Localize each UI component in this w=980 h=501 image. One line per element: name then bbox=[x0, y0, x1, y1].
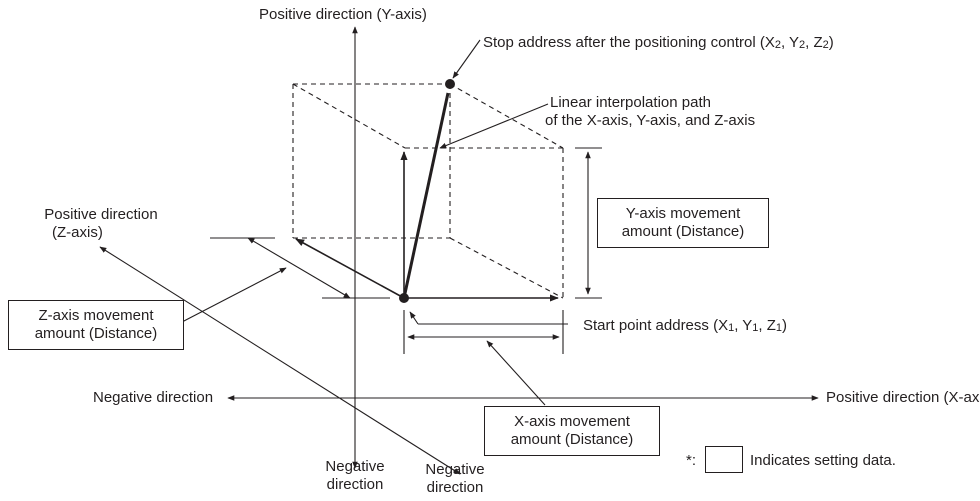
z-box-leader bbox=[181, 267, 287, 323]
z-axis-line bbox=[99, 246, 461, 475]
y-negative-label: Negative direction bbox=[325, 458, 385, 493]
z-dimension-arrow bbox=[247, 237, 351, 299]
stop-address-label: Stop address after the positioning contr… bbox=[483, 34, 834, 51]
z-movement-box: Z-axis movement amount (Distance) bbox=[8, 300, 184, 350]
legend-text: Indicates setting data. bbox=[750, 452, 896, 469]
path-label: Linear interpolation path of the X-axis,… bbox=[545, 94, 756, 129]
path-leader bbox=[439, 103, 549, 149]
interpolation-path bbox=[402, 92, 450, 299]
dashed-box bbox=[292, 83, 564, 299]
x-movement-box: X-axis movement amount (Distance) bbox=[484, 406, 660, 456]
x-box-leader bbox=[486, 340, 546, 406]
start-address-label: Start point address (X1, Y1, Z1) bbox=[583, 317, 788, 334]
stop-leader bbox=[452, 39, 481, 79]
legend-prefix: *: bbox=[686, 452, 697, 469]
z-positive-label: Positive direction (Z-axis) bbox=[44, 206, 158, 241]
y-positive-label: Positive direction (Y-axis) bbox=[259, 6, 427, 23]
x-negative-label: Negative direction bbox=[93, 389, 214, 406]
y-movement-box: Y-axis movement amount (Distance) bbox=[597, 198, 769, 248]
stop-point bbox=[445, 79, 455, 89]
z-negative-label: Negative direction bbox=[425, 461, 485, 496]
legend-swatch bbox=[705, 446, 743, 473]
x-positive-label: Positive direction (X-axis) bbox=[826, 389, 980, 406]
z-movement-vector bbox=[295, 238, 405, 299]
start-point bbox=[399, 293, 409, 303]
